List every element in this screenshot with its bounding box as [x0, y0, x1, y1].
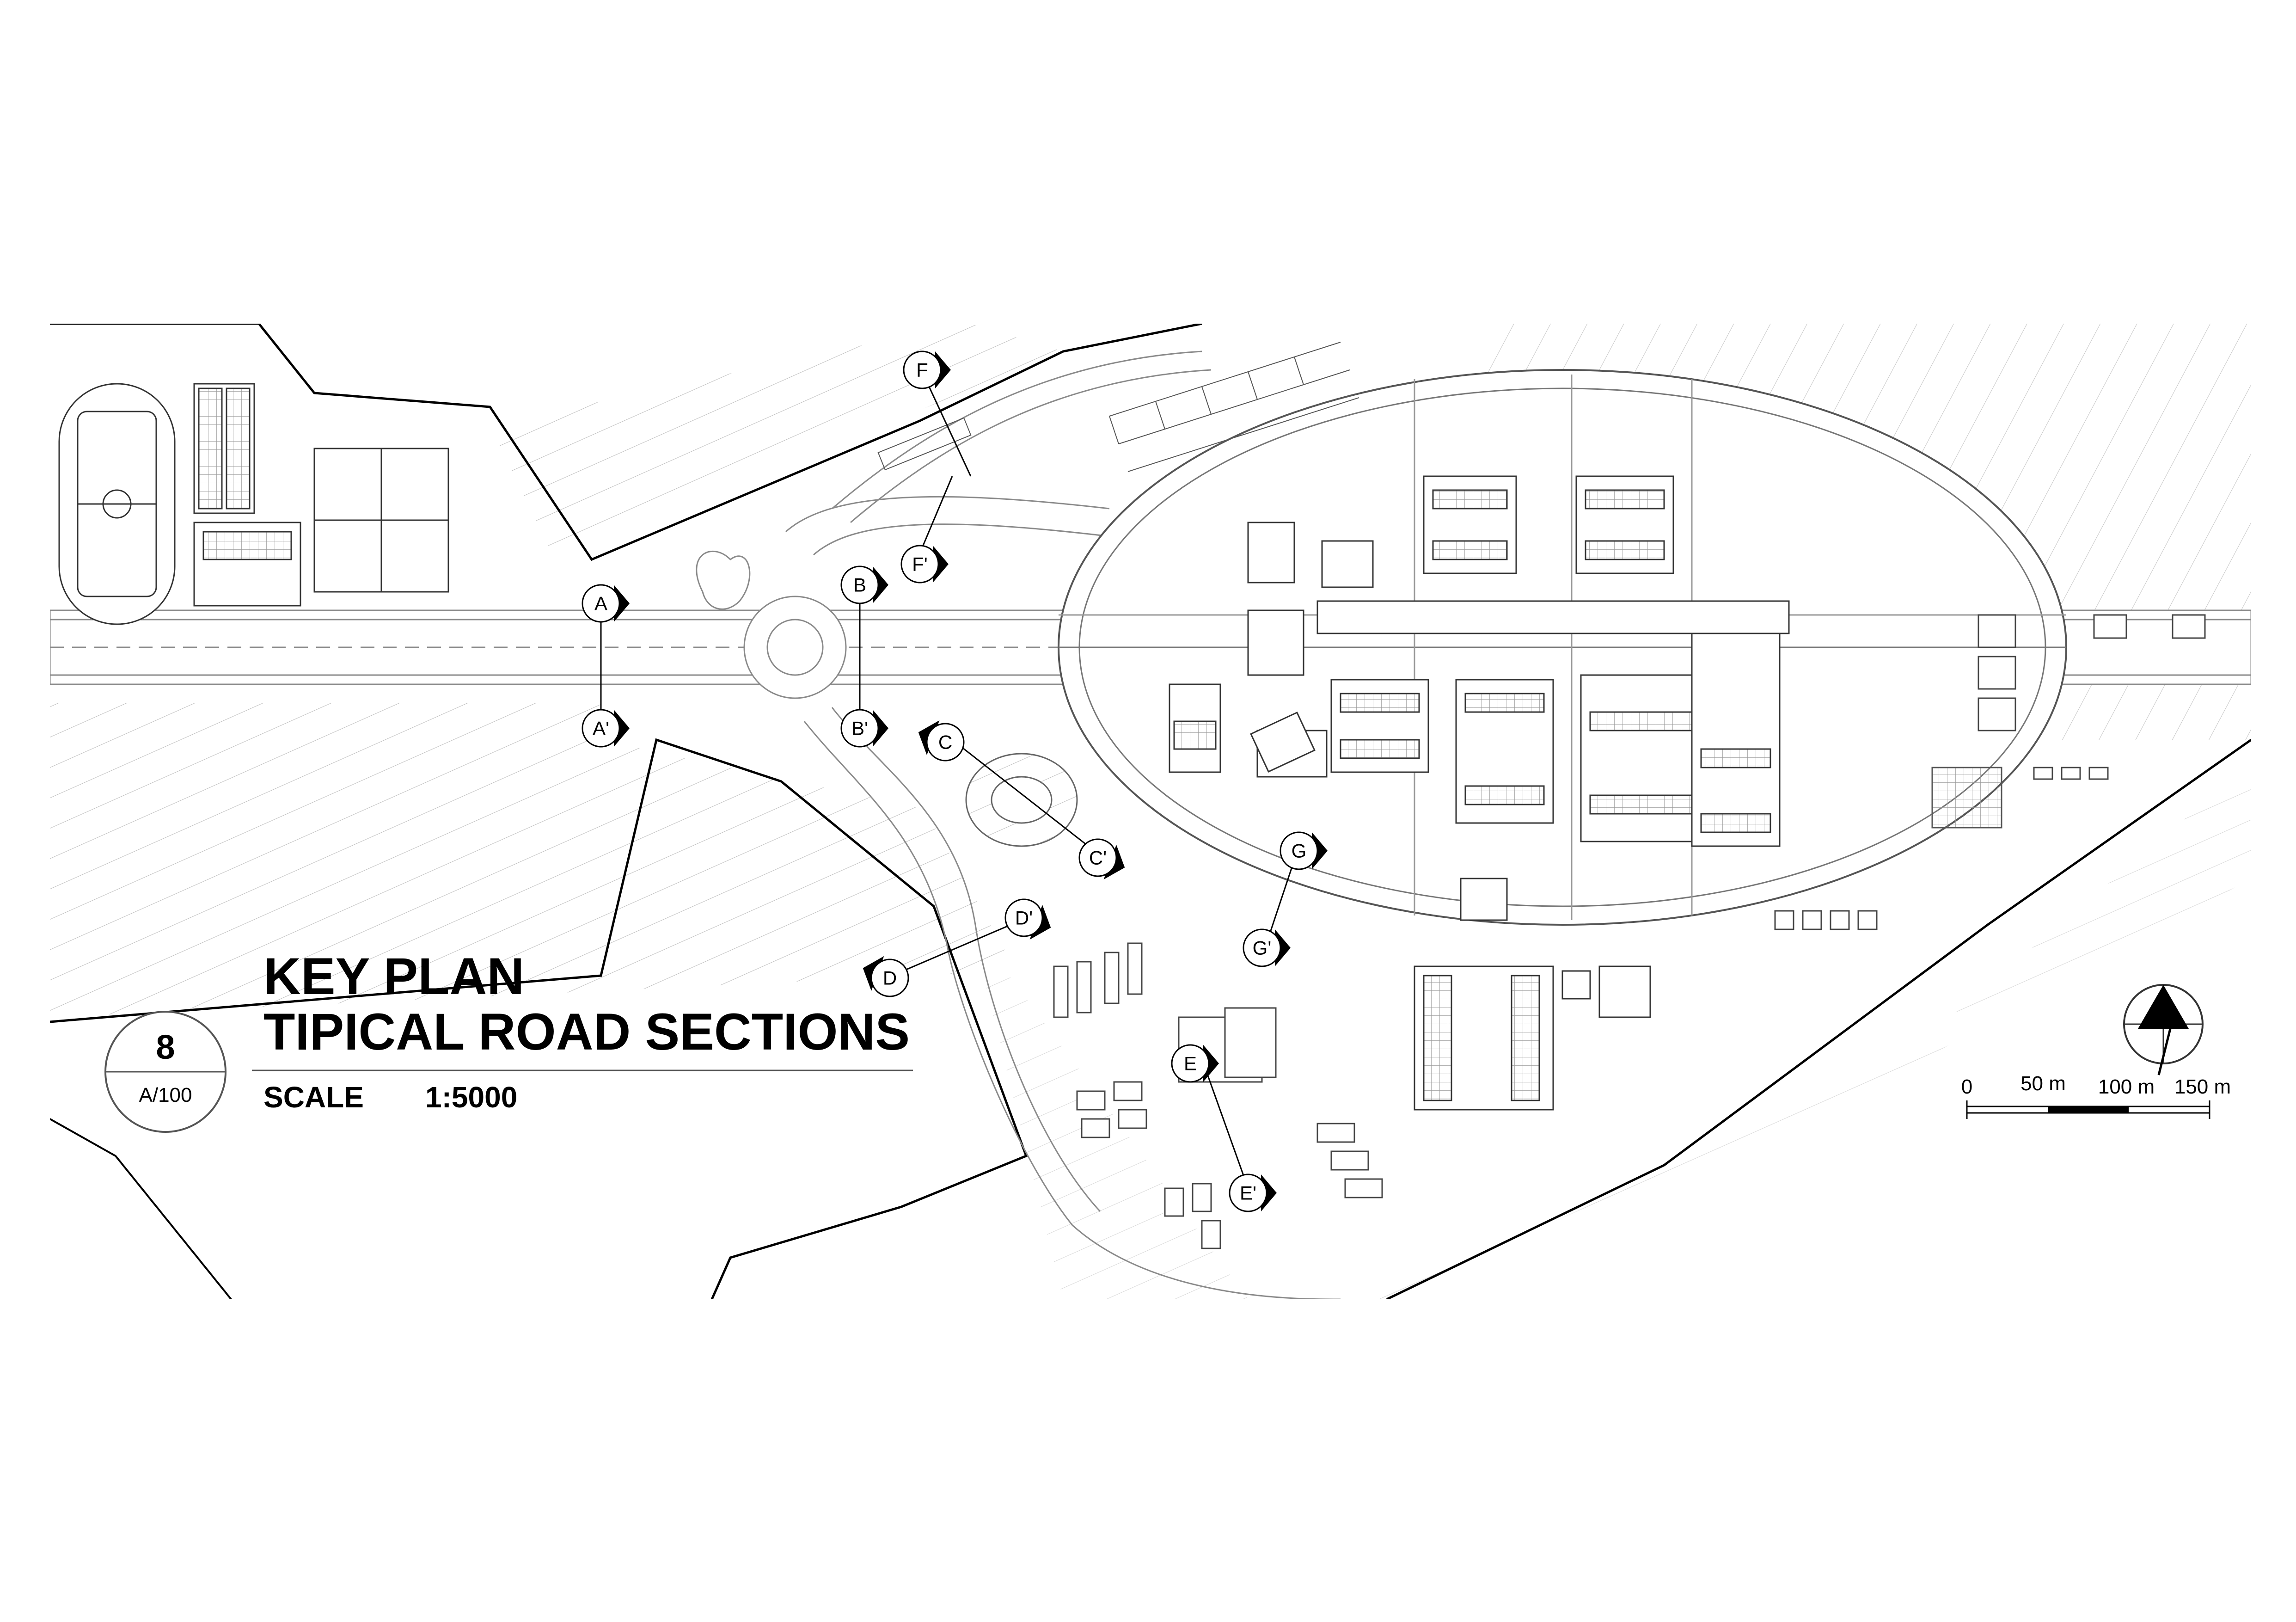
north-parking [877, 342, 1359, 472]
section-marker: B' [840, 709, 888, 748]
section-marker-label: F [916, 359, 928, 381]
section-marker: E' [1229, 1173, 1277, 1212]
scale-bar-label-50: 50 m [2020, 1072, 2066, 1095]
scale-bar-label-100: 100 m [2098, 1075, 2155, 1098]
section-marker-label: C [938, 731, 952, 753]
section-direction-arrow-icon [1203, 1045, 1219, 1082]
section-markers: A A' B B' C C' D D' E E' F F' G G' [582, 350, 1328, 1212]
oval-stadium [965, 753, 1078, 847]
section-marker: F [903, 350, 951, 389]
section-marker: E [1171, 1044, 1219, 1083]
section-direction-arrow-icon [933, 546, 949, 583]
graphic-scale-bar: 0 50 m 100 m 150 m [1961, 1072, 2231, 1119]
campus-buildings [1169, 475, 1790, 921]
section-direction-arrow-icon [873, 566, 888, 603]
section-marker: A [582, 584, 630, 623]
site-boundary-south [50, 738, 1028, 1299]
scale-value: 1:5000 [425, 1081, 517, 1114]
section-marker-label: C' [1089, 847, 1107, 869]
scale-bar-label-150: 150 m [2174, 1075, 2231, 1098]
section-direction-arrow-icon [1261, 1174, 1277, 1211]
section-direction-arrow-icon [614, 710, 630, 747]
section-direction-arrow-icon [873, 710, 888, 747]
parking-blocks [1053, 942, 1383, 1249]
section-marker-label: E [1184, 1053, 1197, 1075]
section-marker-label: F' [912, 553, 928, 575]
south-annex [1414, 965, 1651, 1111]
section-direction-arrow-icon [1275, 929, 1291, 966]
section-marker-label: G' [1253, 937, 1272, 959]
title-line-2: TIPICAL ROAD SECTIONS [263, 1003, 910, 1061]
scale-label: SCALE [263, 1081, 364, 1114]
site-plan [50, 324, 2251, 1299]
section-marker: F' [900, 545, 949, 584]
section-marker-label: G [1292, 840, 1307, 862]
section-marker: D' [1004, 898, 1051, 940]
section-marker: D [863, 956, 909, 997]
section-marker: A' [582, 709, 630, 748]
north-arrow-icon [2123, 984, 2204, 1075]
section-marker-label: E' [1240, 1182, 1256, 1204]
section-marker: C [918, 720, 965, 762]
section-marker-label: A [594, 593, 607, 614]
sports-complex [58, 383, 449, 625]
section-marker-label: D [883, 967, 897, 989]
section-marker: B [840, 565, 888, 604]
section-marker-label: A' [593, 718, 609, 739]
sheet-number: 8 [156, 1028, 175, 1066]
section-marker-label: B' [851, 718, 868, 739]
roundabout-west [743, 596, 847, 699]
section-direction-arrow-icon [935, 351, 951, 388]
hatched-field-southwest [50, 703, 1017, 1017]
section-marker-label: D' [1015, 907, 1033, 929]
section-marker: G' [1243, 928, 1291, 967]
title-block: KEY PLAN TIPICAL ROAD SECTIONS SCALE 1:5… [104, 947, 913, 1133]
section-marker: G [1280, 831, 1328, 870]
site-boundary-corner [50, 1118, 232, 1299]
site-boundary-southeast [1386, 738, 2251, 1299]
site-boundary-north [50, 324, 1202, 561]
east-blocks [1774, 614, 2206, 930]
section-cut-lines [600, 376, 1295, 1189]
scale-bar-label-0: 0 [1961, 1075, 1972, 1098]
east-grid-block [1931, 767, 2002, 829]
section-direction-arrow-icon [1312, 832, 1328, 869]
title-line-1: KEY PLAN [263, 947, 524, 1005]
section-marker-label: B [853, 574, 866, 596]
hatched-field-northwest [490, 324, 1063, 559]
sheet-ref: A/100 [139, 1084, 192, 1106]
pond [696, 551, 751, 610]
section-marker: C' [1078, 838, 1125, 880]
section-direction-arrow-icon [614, 585, 630, 622]
